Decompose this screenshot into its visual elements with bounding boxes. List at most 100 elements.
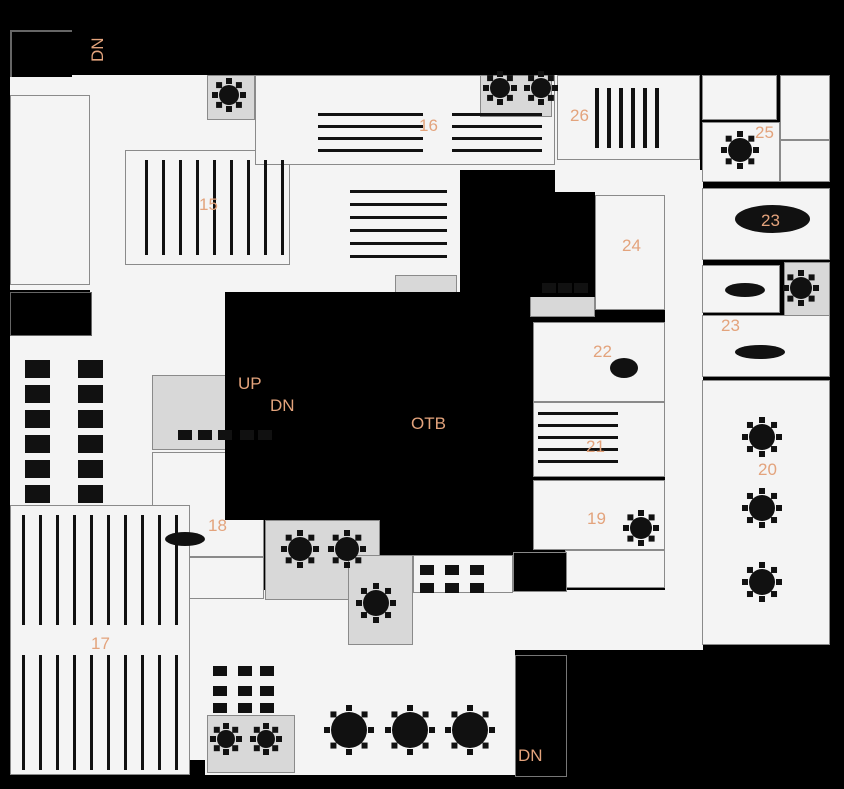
stair-core-south xyxy=(513,552,567,592)
round-table xyxy=(363,590,389,616)
bench xyxy=(25,360,50,378)
chair xyxy=(742,505,748,511)
chair xyxy=(451,711,458,718)
desk-row xyxy=(318,125,423,128)
chair xyxy=(391,742,398,749)
chair xyxy=(308,557,315,564)
chair xyxy=(787,274,794,281)
chair xyxy=(429,727,435,733)
conference-table xyxy=(631,88,635,148)
chair xyxy=(344,562,350,568)
chair xyxy=(771,566,778,573)
chair xyxy=(346,705,352,711)
room-label-22: 22 xyxy=(593,342,612,361)
chair xyxy=(528,75,535,82)
workstation xyxy=(445,583,459,593)
desk-row xyxy=(538,448,618,451)
workstation xyxy=(218,430,232,440)
chair xyxy=(324,727,330,733)
desk-row xyxy=(73,515,76,625)
round-table xyxy=(331,712,367,748)
chair xyxy=(623,525,629,531)
bench xyxy=(78,385,103,403)
room-label-15: 15 xyxy=(199,195,218,214)
desk-row xyxy=(22,515,25,625)
room-24[interactable] xyxy=(595,195,665,310)
chair xyxy=(511,85,517,91)
round-table xyxy=(257,730,275,748)
chair xyxy=(482,742,489,749)
chair xyxy=(407,749,413,755)
room-19-lower[interactable] xyxy=(565,550,665,588)
chair xyxy=(385,587,392,594)
room-15[interactable] xyxy=(125,150,290,265)
desk-row xyxy=(73,655,76,770)
otb-label: OTB xyxy=(411,414,446,433)
chair xyxy=(746,492,753,499)
chair xyxy=(467,705,473,711)
desk-row xyxy=(90,515,93,625)
chair xyxy=(373,617,379,623)
workstation xyxy=(470,565,484,575)
workstation xyxy=(240,430,254,440)
chair xyxy=(497,99,503,105)
bench xyxy=(25,435,50,453)
room-26[interactable] xyxy=(557,75,700,160)
chair xyxy=(489,727,495,733)
otb-void-south xyxy=(380,520,530,555)
chair xyxy=(313,546,319,552)
room-label-25: 25 xyxy=(755,123,774,142)
room-22[interactable] xyxy=(533,322,665,402)
chair xyxy=(373,583,379,589)
workstation xyxy=(260,666,274,676)
chair xyxy=(276,736,282,742)
chair xyxy=(746,591,753,598)
desk-row xyxy=(318,149,423,152)
desk-row xyxy=(452,137,542,140)
workstation xyxy=(542,283,556,293)
room-23-upper[interactable] xyxy=(702,188,830,260)
chair xyxy=(391,711,398,718)
conference-table xyxy=(619,88,623,148)
chair xyxy=(648,535,655,542)
room-label-19: 19 xyxy=(587,509,606,528)
chair xyxy=(232,726,239,733)
conference-table xyxy=(607,88,611,148)
workstation xyxy=(258,430,272,440)
desk-row xyxy=(247,160,250,255)
room-label-23-upper: 23 xyxy=(761,211,780,230)
chair xyxy=(759,596,765,602)
chair xyxy=(538,71,544,77)
chair xyxy=(368,727,374,733)
chair xyxy=(538,99,544,105)
chair xyxy=(216,101,223,108)
restroom-block[interactable] xyxy=(10,95,90,285)
room-25-b[interactable] xyxy=(780,75,830,140)
chair xyxy=(506,94,513,101)
chair xyxy=(746,446,753,453)
workstation xyxy=(445,565,459,575)
chair xyxy=(253,726,260,733)
chair xyxy=(272,726,279,733)
chair xyxy=(212,92,218,98)
room-25-c[interactable] xyxy=(780,140,830,182)
chair xyxy=(355,557,362,564)
chair xyxy=(653,525,659,531)
bench xyxy=(78,410,103,428)
chair xyxy=(746,566,753,573)
desk-row xyxy=(350,216,447,219)
desk-row xyxy=(39,515,42,625)
workstation xyxy=(558,283,572,293)
chair xyxy=(235,82,242,89)
chair xyxy=(746,421,753,428)
room-17-meeting[interactable] xyxy=(207,715,295,773)
workstation xyxy=(238,666,252,676)
bench xyxy=(25,460,50,478)
chair xyxy=(798,300,804,306)
round-table xyxy=(749,495,775,521)
chair xyxy=(332,557,339,564)
room-25-a[interactable] xyxy=(702,75,777,120)
desk-row xyxy=(56,655,59,770)
chair xyxy=(297,562,303,568)
